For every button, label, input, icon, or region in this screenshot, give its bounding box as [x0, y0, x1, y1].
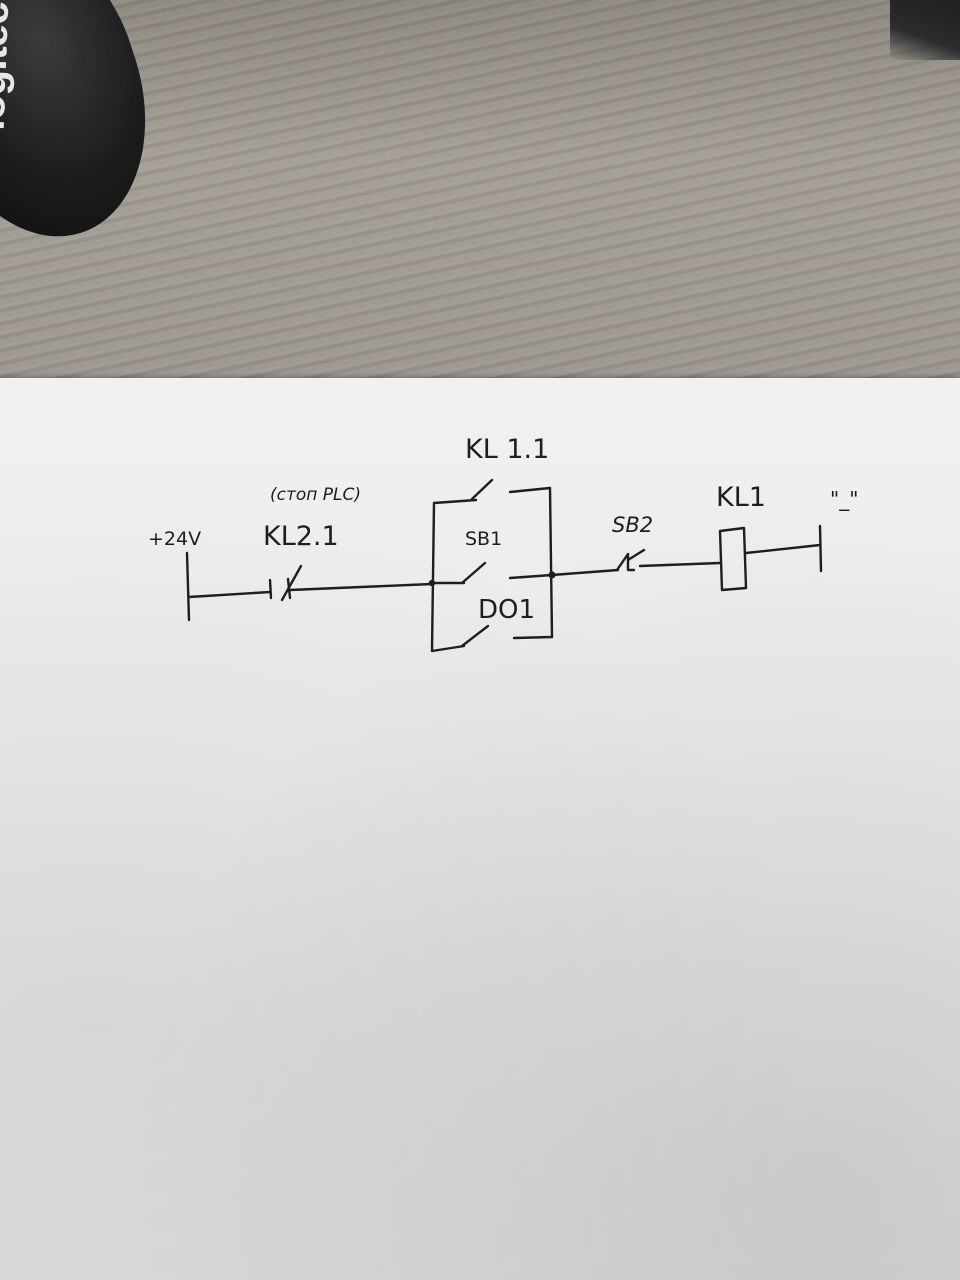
button-sb1-symbol [430, 561, 554, 585]
contact-kl11-symbol [470, 478, 552, 501]
button-sb2-symbol [615, 548, 722, 572]
wire-junction-sb2 [550, 568, 620, 577]
paper-sheet [0, 378, 960, 1280]
output-do1-symbol [460, 624, 554, 648]
contact-kl21-symbol [268, 564, 303, 602]
wire-coil-rail [744, 543, 822, 555]
label-sb2: SB2 [612, 513, 653, 537]
label-kl21: KL2.1 [263, 521, 339, 552]
return-rail [818, 524, 823, 573]
label-return: "_" [830, 487, 858, 511]
label-supply: +24V [148, 528, 201, 550]
wire-supply-kl21 [187, 590, 272, 599]
label-stop-note: (стоп PLC) [270, 485, 361, 505]
dark-object [890, 0, 960, 60]
wire-kl21-junction [288, 582, 434, 592]
label-kl1: KL1 [716, 482, 766, 513]
coil-kl1-symbol [718, 526, 748, 592]
label-sb1: SB1 [465, 528, 502, 550]
label-kl11: KL 1.1 [465, 434, 549, 465]
parallel-left-bus [430, 498, 478, 653]
desk-background [0, 0, 960, 400]
supply-rail [185, 551, 191, 622]
label-do1: DO1 [478, 595, 535, 625]
parallel-right-bus [548, 486, 554, 639]
